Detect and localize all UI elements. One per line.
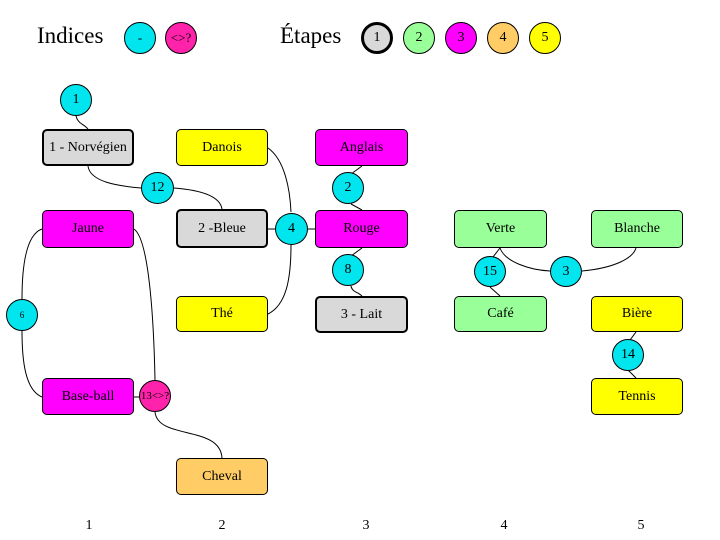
node-the: Thé bbox=[176, 296, 268, 332]
edge-c3-blanche bbox=[581, 247, 637, 272]
edge-c14-tennis bbox=[627, 369, 637, 379]
legend-etape-3: 3 bbox=[445, 22, 477, 54]
node-anglais: Anglais bbox=[315, 129, 408, 166]
legend-etape-4: 4 bbox=[487, 22, 519, 54]
edge-c15-cafe bbox=[489, 286, 501, 297]
clue-4: 4 bbox=[275, 213, 308, 245]
edge-biere-c14 bbox=[629, 331, 637, 341]
clue-1: 1 bbox=[60, 84, 92, 116]
clue-15: 15 bbox=[474, 256, 506, 287]
node-lait: 3 - Lait bbox=[315, 296, 408, 333]
edge-verte-c3 bbox=[499, 247, 551, 272]
legend-etape-5: 5 bbox=[529, 22, 561, 54]
edge-danois-c4 bbox=[267, 147, 292, 213]
legend-etape-1: 1 bbox=[361, 22, 393, 54]
node-baseball: Base-ball bbox=[42, 378, 134, 415]
legend-indice-uncertain: <>? bbox=[165, 22, 197, 54]
clue-14: 14 bbox=[612, 339, 644, 371]
node-norvegien: 1 - Norvégien bbox=[42, 129, 134, 166]
edge-verte-c15 bbox=[492, 247, 501, 258]
clue-13-uncertain: 13<>? bbox=[139, 380, 171, 412]
column-label-1: 1 bbox=[85, 518, 93, 533]
edge-c8-lait bbox=[350, 285, 363, 297]
node-blanche: Blanche bbox=[591, 210, 683, 248]
edge-jaune-c13 bbox=[133, 228, 156, 381]
node-tennis: Tennis bbox=[591, 378, 683, 415]
node-cheval: Cheval bbox=[176, 458, 268, 495]
edge-c4-the bbox=[267, 244, 292, 315]
edge-c1-norvegien bbox=[75, 115, 89, 130]
edge-c12-bleue bbox=[173, 187, 223, 210]
clue-3: 3 bbox=[550, 256, 582, 287]
legend-etapes-title: Étapes bbox=[280, 23, 342, 48]
node-jaune: Jaune bbox=[42, 210, 134, 248]
clue-6: 6 bbox=[6, 299, 38, 331]
column-label-4: 4 bbox=[500, 518, 508, 533]
node-verte: Verte bbox=[454, 210, 547, 248]
node-bleue: 2 -Bleue bbox=[176, 209, 268, 248]
edge-norvegien-c12 bbox=[87, 165, 142, 189]
legend-indices-title: Indices bbox=[37, 23, 104, 48]
edge-c13-cheval bbox=[154, 411, 223, 459]
edge-c2-rouge bbox=[350, 203, 363, 211]
node-rouge: Rouge bbox=[315, 210, 408, 248]
legend-etape-2: 2 bbox=[403, 22, 435, 54]
edge-jaune-c6 bbox=[21, 228, 43, 300]
column-label-5: 5 bbox=[637, 518, 645, 533]
clue-2: 2 bbox=[332, 172, 364, 204]
node-cafe: Café bbox=[454, 296, 547, 332]
node-danois: Danois bbox=[176, 129, 268, 166]
column-label-2: 2 bbox=[218, 518, 226, 533]
column-label-3: 3 bbox=[362, 518, 370, 533]
legend-indice-neutral: - bbox=[124, 22, 156, 54]
edge-c6-baseball bbox=[21, 330, 43, 398]
clue-12: 12 bbox=[141, 172, 174, 204]
node-biere: Bière bbox=[591, 296, 683, 332]
clue-8: 8 bbox=[332, 254, 364, 286]
